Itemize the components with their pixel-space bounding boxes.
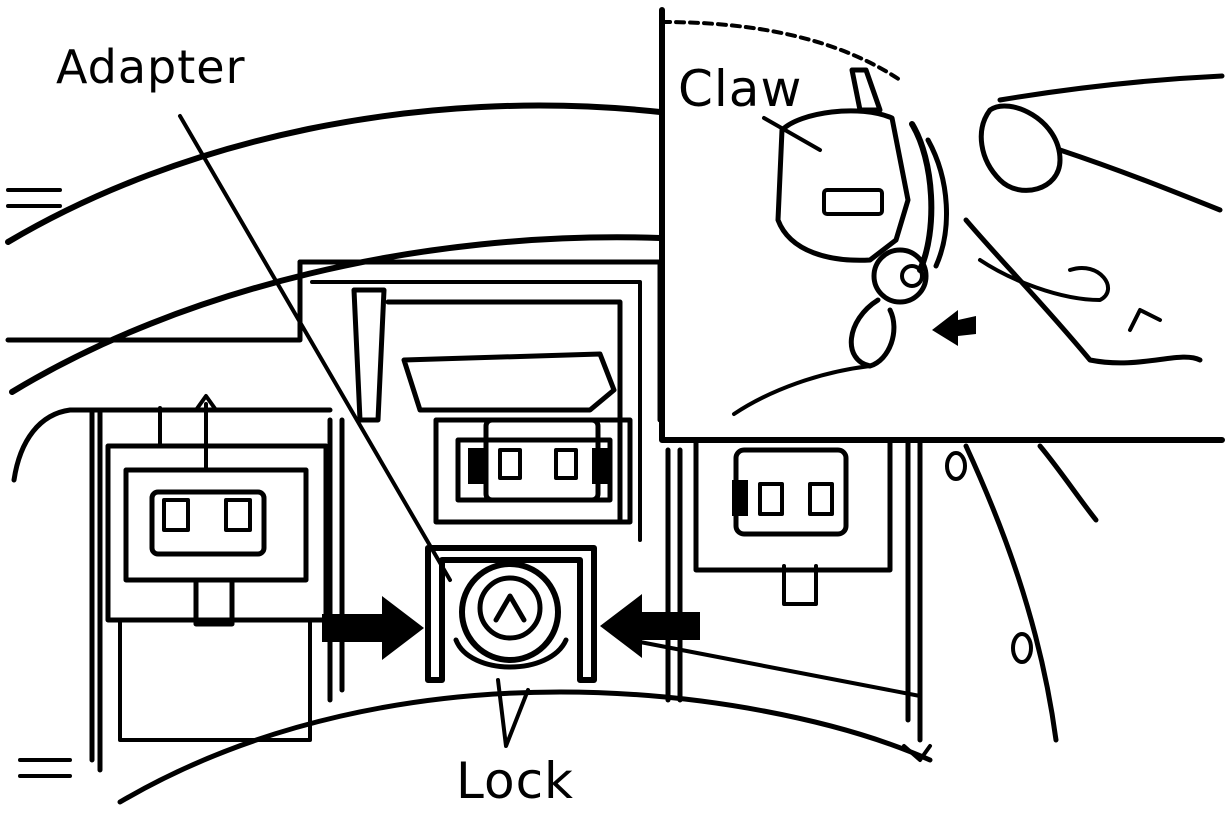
- lock-mechanism: [425, 545, 597, 748]
- right-socket: [665, 437, 923, 743]
- arrow-right-icon: [322, 596, 424, 660]
- middle-socket: [433, 417, 633, 525]
- claw-label: Claw: [678, 60, 803, 118]
- lock-label: Lock: [456, 752, 575, 810]
- right-edge: [902, 443, 1099, 762]
- inset-panel: [659, 7, 1225, 443]
- adapter-label: Adapter: [56, 40, 246, 94]
- lock-arrows: [322, 594, 700, 660]
- arrow-left-icon: [600, 594, 700, 658]
- center-frame: [5, 259, 663, 703]
- left-socket: [105, 394, 329, 742]
- arrow-icon: [932, 310, 976, 346]
- adapter-leader: [178, 114, 922, 698]
